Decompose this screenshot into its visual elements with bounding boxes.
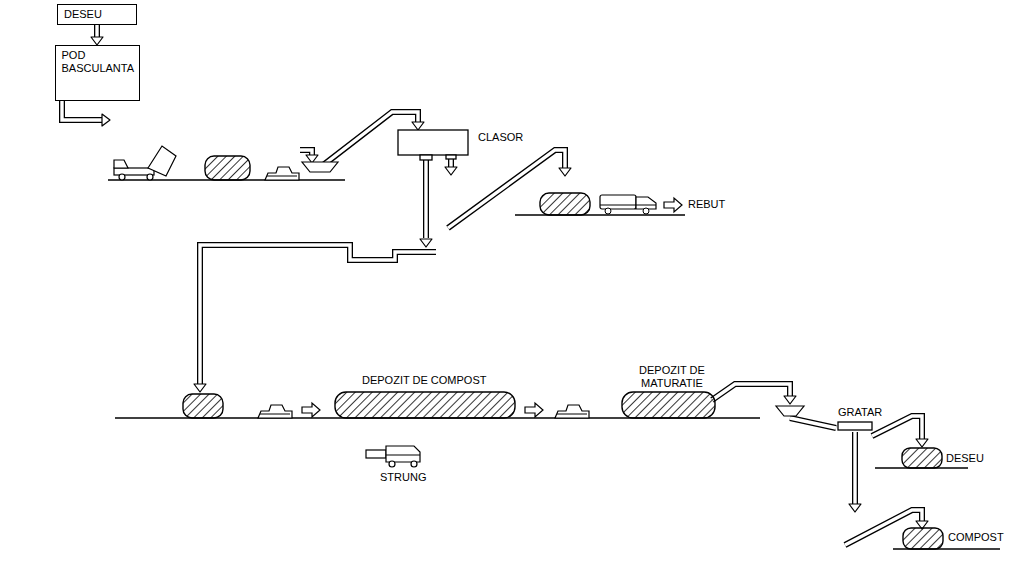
- ground-line: [108, 180, 1000, 549]
- flow-connector: [91, 25, 103, 45]
- process-box: DESEU: [57, 4, 137, 25]
- loader: [258, 405, 292, 418]
- conveyor: [62, 101, 922, 545]
- box-text: POD BASCULANTA: [62, 49, 133, 75]
- flow-arrow: [525, 403, 543, 417]
- conveyor: [62, 101, 922, 545]
- turner-machine: [366, 446, 420, 467]
- classifier: [398, 130, 468, 160]
- flow-arrow: [302, 403, 320, 417]
- stage-label: DEPOZIT DE MATURATIE: [624, 364, 720, 390]
- stage-label: COMPOST: [948, 531, 1004, 544]
- hopper: [302, 162, 804, 416]
- process-box: POD BASCULANTA: [55, 45, 140, 101]
- dump-truck: [114, 146, 176, 180]
- stage-label: CLASOR: [478, 131, 523, 144]
- screen-grid: [838, 422, 872, 430]
- truck: [600, 195, 656, 214]
- stage-label: STRUNG: [380, 471, 426, 484]
- stage-label: DEPOZIT DE COMPOST: [362, 374, 486, 387]
- stage-label: REBUT: [688, 198, 725, 211]
- stage-label: GRATAR: [838, 406, 882, 419]
- box-text: DESEU: [64, 8, 130, 21]
- stage-label: DESEU: [946, 452, 984, 465]
- loader: [265, 167, 299, 180]
- material-pile: [183, 156, 943, 549]
- loader: [555, 405, 589, 418]
- arrow-head: [102, 114, 928, 529]
- flow-arrow: [664, 198, 682, 212]
